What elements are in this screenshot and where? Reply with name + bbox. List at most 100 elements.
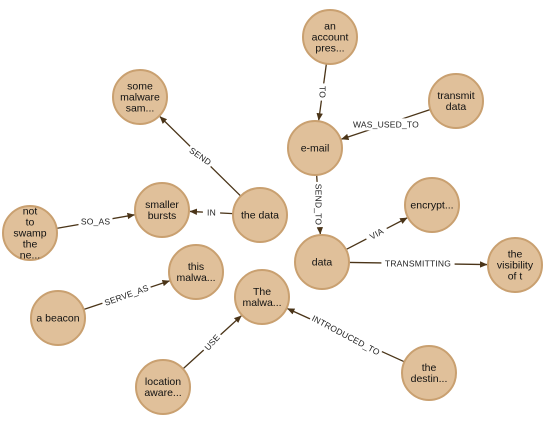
node-circle[interactable] bbox=[135, 359, 191, 415]
edge-label-background bbox=[363, 222, 390, 245]
edge-label-group: USE bbox=[200, 329, 225, 355]
node-circle[interactable] bbox=[134, 182, 190, 238]
node-encrypt[interactable]: encrypt... bbox=[404, 177, 460, 233]
edge-label-group: INTRODUCED_TO bbox=[308, 311, 384, 360]
node-notto[interactable]: nottoswampthene... bbox=[2, 205, 58, 262]
edge-transmit-to-email: WAS_USED_TO bbox=[341, 108, 431, 140]
node-label-line: this bbox=[188, 261, 204, 273]
edge-label-background bbox=[352, 118, 420, 131]
node-account[interactable]: anaccountpres... bbox=[302, 9, 358, 65]
node-label-line: encrypt... bbox=[410, 200, 453, 212]
node-label-line: the bbox=[508, 249, 523, 261]
node-label-line: the bbox=[422, 362, 437, 374]
edge-label: WAS_USED_TO bbox=[353, 119, 419, 129]
nodes-layer: anaccountpres...transmitdatae-mailsomema… bbox=[2, 9, 543, 415]
edge-data-to-encrypt: VIA bbox=[345, 217, 408, 251]
node-label-line: bursts bbox=[148, 210, 177, 222]
node-label-line: the bbox=[23, 239, 38, 251]
edge-notto-to-smaller: SO_AS bbox=[56, 212, 135, 230]
node-label-line: malware bbox=[120, 92, 160, 104]
node-circle[interactable] bbox=[302, 9, 358, 65]
edge-label-background bbox=[202, 206, 221, 219]
node-label-line: visibility bbox=[497, 260, 534, 272]
node-circle[interactable] bbox=[294, 234, 350, 290]
edge-label-background bbox=[78, 215, 113, 228]
edge-label-group: SERVE_AS bbox=[100, 280, 153, 310]
node-label-line: data bbox=[312, 257, 333, 269]
node-circle[interactable] bbox=[232, 187, 288, 243]
edge-thedata-to-smaller: IN bbox=[189, 206, 234, 219]
edge-label-group: WAS_USED_TO bbox=[352, 118, 420, 131]
node-label-line: location bbox=[145, 376, 181, 388]
edge-label-group: SEND bbox=[185, 143, 216, 170]
edge-location-to-themalwa: USE bbox=[182, 315, 242, 370]
edge-label-group: TO bbox=[316, 83, 329, 101]
edge-label: INTRODUCED_TO bbox=[310, 313, 382, 357]
node-circle[interactable] bbox=[487, 237, 543, 293]
edge-label: SEND_TO bbox=[313, 184, 323, 226]
node-location[interactable]: locationaware... bbox=[135, 359, 191, 415]
node-circle[interactable] bbox=[428, 73, 484, 129]
edge-email-to-data: SEND_TO bbox=[312, 174, 325, 235]
node-label-line: aware... bbox=[144, 387, 181, 399]
node-label-line: destin... bbox=[411, 373, 448, 385]
node-label-line: ne... bbox=[20, 250, 40, 262]
node-label-line: to bbox=[26, 217, 35, 229]
node-label-line: sam... bbox=[126, 103, 155, 115]
node-label-line: data bbox=[446, 101, 467, 113]
node-label-line: transmit bbox=[437, 90, 474, 102]
edge-label-group: IN bbox=[202, 206, 221, 219]
node-label-line: smaller bbox=[145, 199, 179, 211]
node-thismalwa[interactable]: thismalwa... bbox=[168, 244, 224, 300]
node-label-line: some bbox=[127, 81, 153, 93]
edge-label-group: SEND_TO bbox=[312, 181, 325, 228]
edge-destin-to-themalwa: INTRODUCED_TO bbox=[287, 308, 405, 363]
node-label-line: a beacon bbox=[36, 313, 79, 325]
node-label-line: an bbox=[324, 21, 336, 33]
node-data[interactable]: data bbox=[294, 234, 350, 290]
node-circle[interactable] bbox=[2, 205, 58, 261]
node-circle[interactable] bbox=[404, 177, 460, 233]
edge-label-background bbox=[381, 257, 455, 270]
node-label-line: The bbox=[253, 286, 271, 298]
node-circle[interactable] bbox=[287, 120, 343, 176]
edge-label-background bbox=[308, 311, 384, 360]
node-label-line: the data bbox=[241, 210, 279, 222]
node-malware_sam[interactable]: somemalwaresam... bbox=[112, 69, 168, 125]
edge-label-group: SO_AS bbox=[78, 215, 113, 228]
node-label-line: pres... bbox=[315, 43, 344, 55]
node-label-line: not bbox=[23, 206, 38, 218]
node-circle[interactable] bbox=[401, 345, 457, 401]
edge-label-background bbox=[316, 83, 329, 101]
node-email[interactable]: e-mail bbox=[287, 120, 343, 176]
node-thedata[interactable]: the data bbox=[232, 187, 288, 243]
edge-label: TRANSMITTING bbox=[385, 258, 451, 268]
edge-account-to-email: TO bbox=[316, 63, 329, 121]
node-label-line: account bbox=[312, 32, 349, 44]
edge-data-to-visibility: TRANSMITTING bbox=[348, 257, 488, 270]
node-label-line: swamp bbox=[13, 228, 46, 240]
edge-label-background bbox=[185, 143, 216, 170]
edge-label: IN bbox=[207, 208, 216, 218]
edge-label: SO_AS bbox=[81, 217, 110, 227]
node-themalwa[interactable]: Themalwa... bbox=[234, 269, 290, 325]
node-label-line: of t bbox=[508, 271, 523, 283]
node-circle[interactable] bbox=[234, 269, 290, 325]
node-circle[interactable] bbox=[112, 69, 168, 125]
edge-label-background bbox=[200, 329, 225, 355]
edge-label-group: VIA bbox=[363, 222, 390, 245]
edge-label: TO bbox=[318, 86, 328, 98]
node-label-line: malwa... bbox=[242, 297, 281, 309]
node-beacon[interactable]: a beacon bbox=[30, 290, 86, 346]
node-circle[interactable] bbox=[168, 244, 224, 300]
edge-beacon-to-thismalwa: SERVE_AS bbox=[83, 280, 170, 311]
edge-label-background bbox=[312, 181, 325, 228]
node-circle[interactable] bbox=[30, 290, 86, 346]
node-label-line: malwa... bbox=[176, 272, 215, 284]
edge-label-group: TRANSMITTING bbox=[381, 257, 455, 270]
node-destin[interactable]: thedestin... bbox=[401, 345, 457, 401]
